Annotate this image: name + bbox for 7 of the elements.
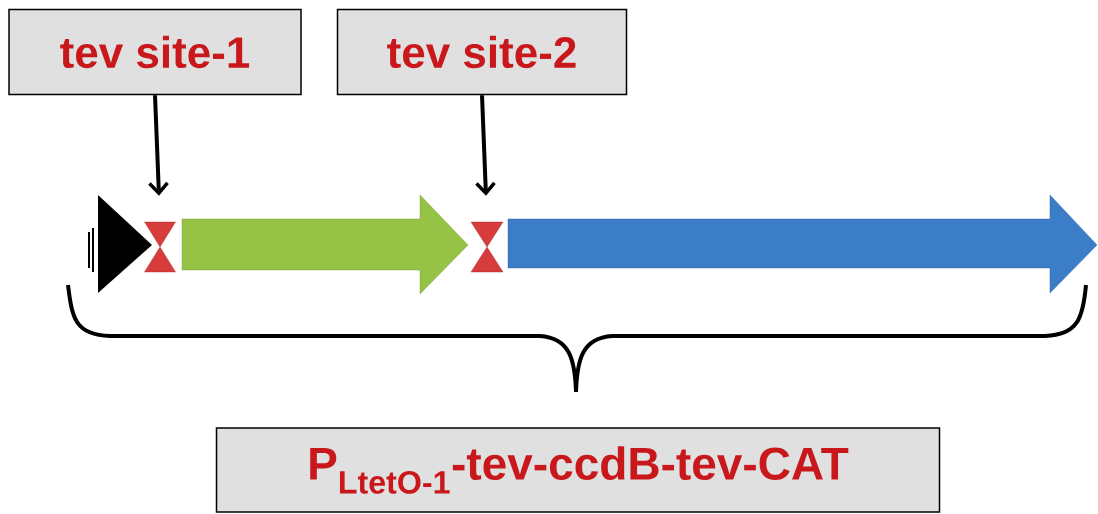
arrow bbox=[475, 95, 496, 196]
label-box: tev site-2 bbox=[336, 8, 628, 96]
label-box: P$_{LtetO-1}$-tev-ccdB-tev-CAT bbox=[215, 427, 941, 513]
label-box: tev site-1 bbox=[8, 8, 302, 96]
tev-site-symbol bbox=[144, 221, 176, 273]
tev-site-symbol bbox=[470, 221, 504, 273]
arrow bbox=[148, 95, 169, 196]
